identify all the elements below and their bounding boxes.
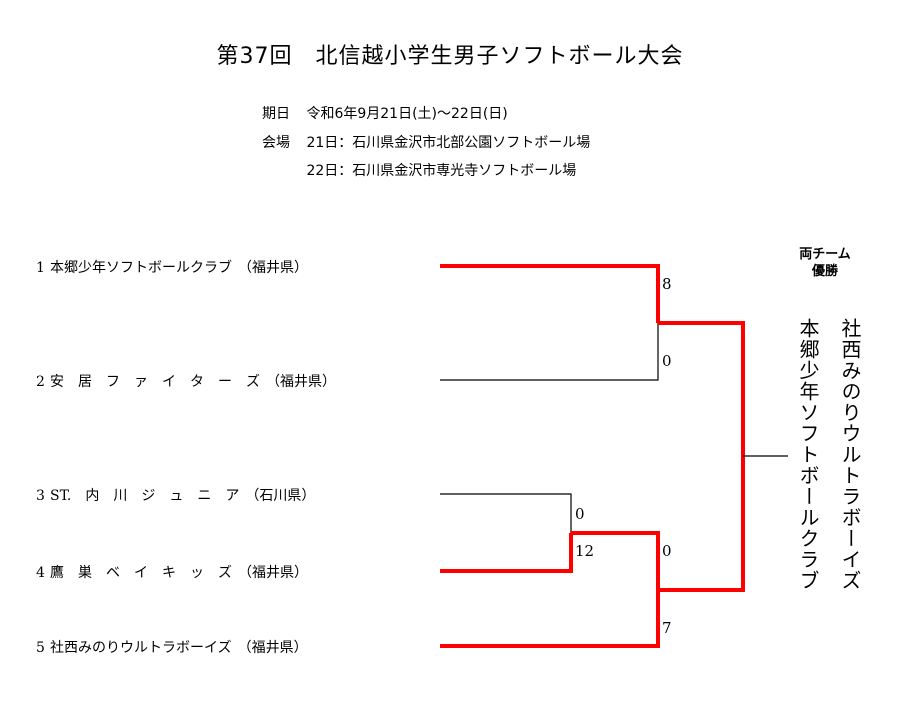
- champion-label: 両チーム 優勝: [780, 246, 870, 280]
- team-prefecture: （福井県）: [266, 374, 336, 390]
- bracket-line-team-2: [440, 323, 659, 381]
- score-match2-team4: 12: [575, 542, 595, 560]
- champion-team-b: 本郷少年ソフトボールクラブ: [796, 318, 820, 591]
- team-seed: 1: [36, 260, 45, 276]
- bracket-line-team-4: [440, 533, 573, 573]
- score-match1-team2: 0: [662, 352, 672, 370]
- team-prefecture: （福井県）: [238, 260, 308, 276]
- score-match3-upper: 0: [662, 542, 672, 560]
- venue-label: 会場: [262, 135, 290, 151]
- venue-row-1: 会場 21日：石川県金沢市北部公園ソフトボール場: [262, 132, 590, 152]
- team-prefecture: （福井県）: [238, 565, 308, 581]
- team-3: 3 ST. 内 川 ジ ュ ニ ア （石川県）: [36, 485, 315, 505]
- score-match1-team1: 8: [662, 275, 672, 293]
- team-2: 2 安 居 フ ァ イ タ ー ズ （福井県）: [36, 371, 336, 391]
- bracket-line-match-3-winner: [658, 456, 745, 592]
- score-match2-team3: 0: [575, 505, 585, 523]
- page-title: 第37回 北信越小学生男子ソフトボール大会: [216, 44, 684, 69]
- team-name: 鷹 巣 ベ イ キ ッ ズ: [50, 565, 232, 581]
- team-name: 社西みのりウルトラボーイズ: [50, 640, 232, 656]
- team-seed: 5: [36, 640, 45, 656]
- team-seed: 4: [36, 565, 45, 581]
- score-match3-team5: 7: [662, 619, 672, 637]
- venue-line-2: 22日：石川県金沢市専光寺ソフトボール場: [306, 163, 577, 179]
- bracket-line-team-3: [440, 493, 572, 533]
- date-value: 令和6年9月21日(土)～22日(日): [306, 106, 508, 122]
- team-seed: 3: [36, 488, 45, 504]
- team-name: 本郷少年ソフトボールクラブ: [50, 260, 232, 276]
- champion-team-a: 社西みのりウルトラボーイズ: [838, 318, 862, 591]
- bracket-line-team-1: [440, 264, 660, 323]
- venue-row-2: 22日：石川県金沢市専光寺ソフトボール場: [262, 160, 576, 180]
- team-name: 安 居 フ ァ イ タ ー ズ: [50, 374, 260, 390]
- team-seed: 2: [36, 374, 45, 390]
- team-5: 5 社西みのりウルトラボーイズ （福井県）: [36, 637, 308, 657]
- venue-line-1: 21日：石川県金沢市北部公園ソフトボール場: [306, 135, 591, 151]
- team-4: 4 鷹 巣 ベ イ キ ッ ズ （福井県）: [36, 562, 308, 582]
- bracket-line-team-5: [440, 590, 660, 648]
- team-prefecture: （福井県）: [237, 640, 308, 656]
- bracket-line-match-1-winner: [658, 321, 745, 456]
- team-prefecture: （石川県）: [245, 488, 316, 504]
- team-name: ST. 内 川 ジ ュ ニ ア: [50, 488, 240, 504]
- date-label: 期日: [262, 106, 290, 122]
- date-row: 期日 令和6年9月21日(土)～22日(日): [262, 103, 508, 123]
- champion-label-line-2: 優勝: [811, 264, 838, 279]
- team-1: 1 本郷少年ソフトボールクラブ （福井県）: [36, 257, 308, 277]
- champion-label-line-1: 両チーム: [799, 247, 851, 262]
- bracket-line-match-2-winner: [571, 531, 660, 590]
